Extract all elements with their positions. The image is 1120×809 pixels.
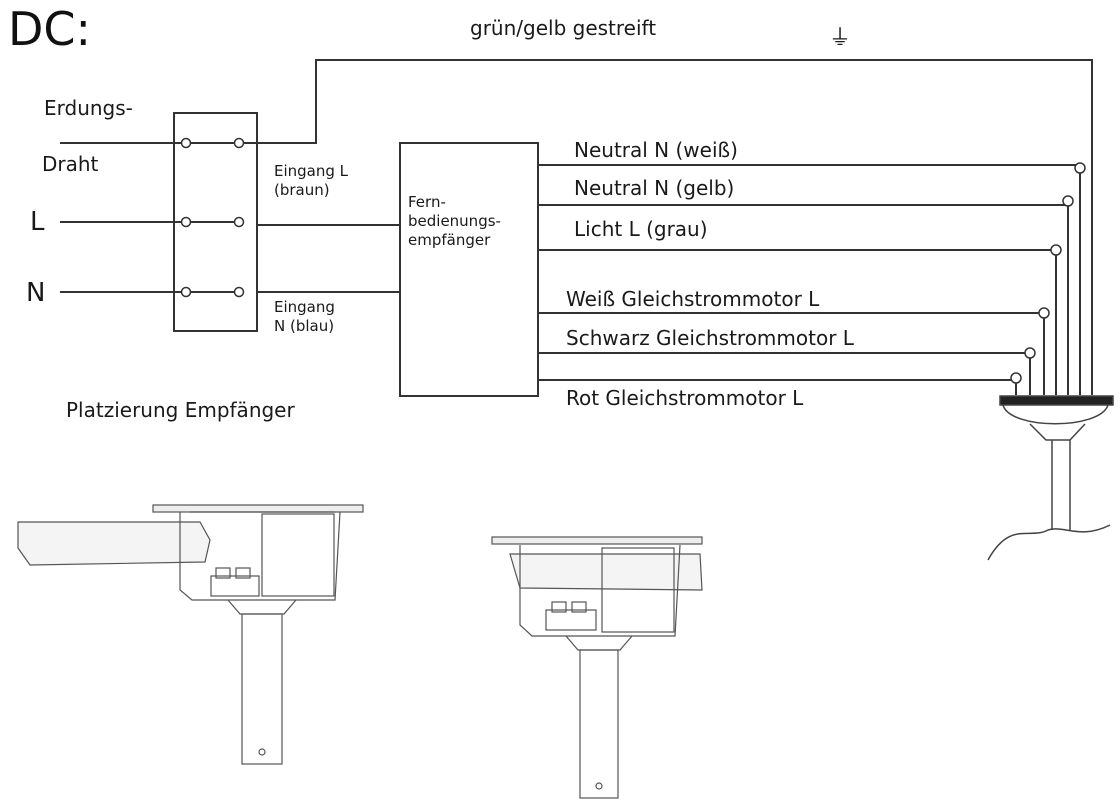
terminal-block <box>173 112 258 332</box>
receiver-box <box>399 142 539 397</box>
output-label: Weiß Gleichstrommotor L <box>566 287 820 311</box>
output-label: Neutral N (weiß) <box>574 138 738 162</box>
placement-drawing-left <box>17 504 364 765</box>
receiver-label: Fern- bedienungs- empfänger <box>408 193 501 249</box>
ground-input-label-line1: Erdungs- <box>44 96 133 120</box>
output-label: Neutral N (gelb) <box>574 176 735 200</box>
output-label: Licht L (grau) <box>574 217 708 241</box>
placement-caption: Platzierung Empfänger <box>66 398 295 422</box>
output-label: Schwarz Gleichstrommotor L <box>566 326 854 350</box>
ground-icon: ⏚ <box>829 26 852 51</box>
fan-motor <box>987 395 1114 561</box>
ground-wire-out <box>238 59 1093 395</box>
ground-wire-label: grün/gelb gestreift <box>470 16 657 40</box>
input-n-label: Eingang N (blau) <box>274 298 335 335</box>
output-wire-3 <box>538 249 1057 395</box>
ground-input-label-line2: Draht <box>42 152 99 176</box>
page-title: DC: <box>8 2 92 56</box>
live-input-label: L <box>30 207 45 237</box>
neutral-input-label: N <box>26 278 46 308</box>
placement-drawing-right <box>491 536 703 799</box>
output-label: Rot Gleichstrommotor L <box>566 386 804 410</box>
input-l-label: Eingang L (braun) <box>274 162 349 199</box>
